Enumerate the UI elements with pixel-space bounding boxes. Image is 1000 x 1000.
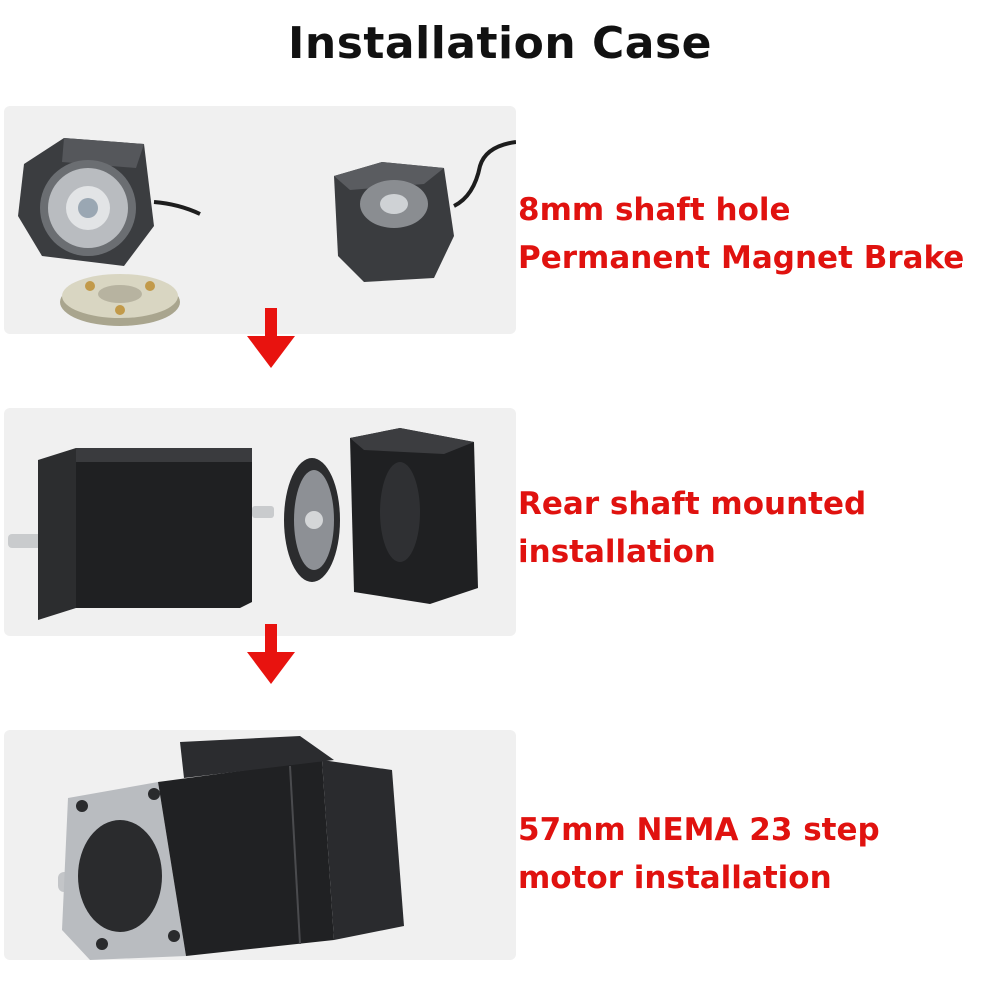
step-3-line-2: motor installation bbox=[518, 860, 832, 896]
assembled-motor-image bbox=[58, 736, 404, 960]
step-3-caption: 57mm NEMA 23 step motor installation bbox=[518, 806, 880, 902]
step-2-caption: Rear shaft mounted installation bbox=[518, 480, 866, 576]
step-1-line-1: 8mm shaft hole bbox=[518, 192, 791, 228]
step-2-line-2: installation bbox=[518, 534, 716, 570]
page-title: Installation Case bbox=[288, 18, 712, 69]
assembled-motor-photo bbox=[4, 730, 516, 960]
brake-housing-open-image bbox=[18, 138, 201, 266]
step-1-line-2: Permanent Magnet Brake bbox=[518, 240, 965, 276]
step-2-line-1: Rear shaft mounted bbox=[518, 486, 867, 522]
brake-disc-image bbox=[284, 458, 340, 582]
brake-parts-photo bbox=[4, 106, 516, 334]
down-arrow-icon bbox=[247, 624, 295, 684]
rear-shaft-assembly-photo bbox=[4, 408, 516, 636]
friction-disc-image bbox=[60, 274, 180, 326]
down-arrow-icon bbox=[247, 308, 295, 368]
brake-housing-image bbox=[350, 428, 478, 604]
step-1-caption: 8mm shaft hole Permanent Magnet Brake bbox=[518, 186, 964, 282]
stepper-motor-image bbox=[8, 448, 274, 620]
brake-housing-closed-image bbox=[334, 140, 516, 282]
step-3-line-1: 57mm NEMA 23 step bbox=[518, 812, 880, 848]
